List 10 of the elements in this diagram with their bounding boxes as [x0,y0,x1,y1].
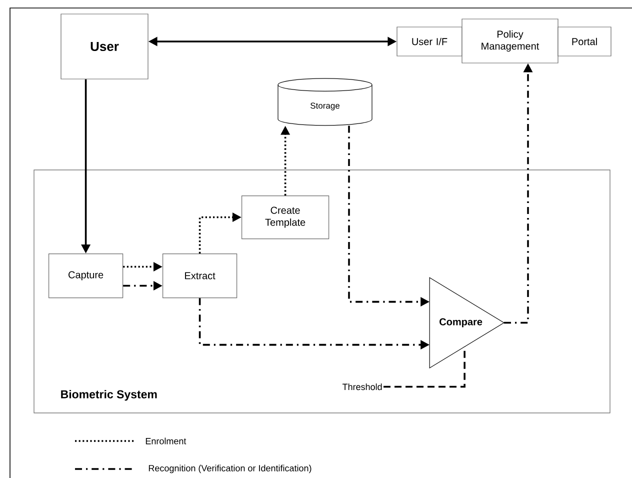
threshold-label: Threshold [342,383,382,390]
process-box: User I/F [396,26,462,56]
process-box: Extract [162,253,238,298]
process-box: Portal [558,26,612,56]
legend-text: Recognition (Verification or Identification) [148,464,312,474]
legend-text: Enrolment [146,438,186,444]
process-box: Capture [48,253,124,298]
process-box: User [60,14,148,80]
process-box: Create Template [242,195,330,240]
storage-cylinder: Storage [278,78,372,126]
